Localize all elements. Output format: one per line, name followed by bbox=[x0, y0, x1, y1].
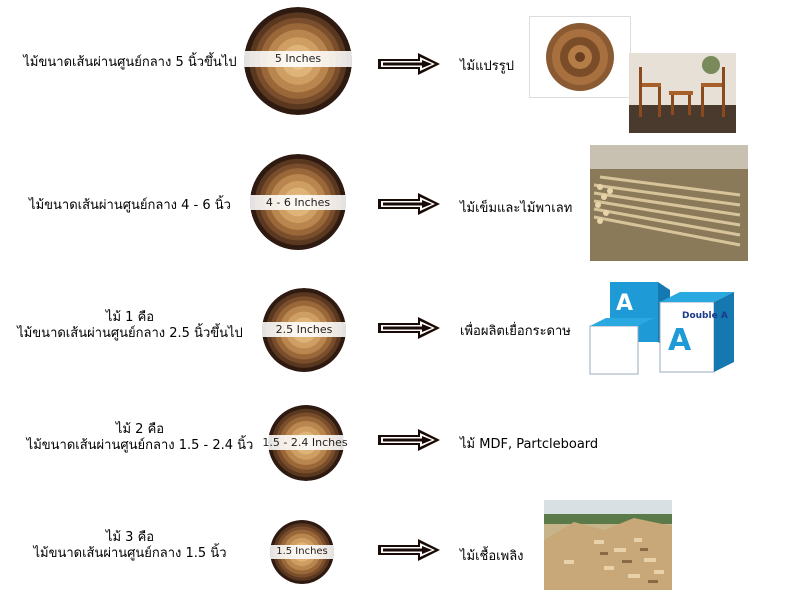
row-2-label-line-1: ไม้ขนาดเส้นผ่านศูนย์กลาง 4 - 6 นิ้ว bbox=[29, 198, 231, 213]
svg-text:A: A bbox=[616, 291, 633, 316]
log-cross-section-4-6-inches: 4 - 6 Inches bbox=[250, 154, 346, 250]
row-3-label-line-2: ไม้ขนาดเส้นผ่านศูนย์กลาง 2.5 นิ้วขึ้นไป bbox=[17, 326, 243, 341]
row-1-label: ไม้ขนาดเส้นผ่านศูนย์กลาง 5 นิ้วขึ้นไป bbox=[14, 55, 246, 71]
arrow-icon bbox=[378, 317, 440, 339]
row-4-label-line-1: ไม้ 2 คือ bbox=[115, 422, 165, 437]
row-3-label-line-1: ไม้ 1 คือ bbox=[105, 310, 155, 325]
size-band: 1.5 Inches bbox=[270, 545, 334, 559]
arrow-icon bbox=[378, 193, 440, 215]
size-band: 4 - 6 Inches bbox=[250, 195, 346, 210]
row-2-product: ไม้เข็มและไม้พาเลท bbox=[460, 201, 573, 216]
row-5-label-line-1: ไม้ 3 คือ bbox=[105, 530, 155, 545]
svg-text:A: A bbox=[668, 323, 692, 358]
row-4-label: ไม้ 2 คือ ไม้ขนาดเส้นผ่านศูนย์กลาง 1.5 -… bbox=[14, 422, 266, 454]
row-5-product: ไม้เชื้อเพลิง bbox=[460, 549, 524, 564]
row-1-product: ไม้แปรรูป bbox=[460, 59, 514, 74]
row-1-label-line-1: ไม้ขนาดเส้นผ่านศูนย์กลาง 5 นิ้วขึ้นไป bbox=[23, 55, 237, 70]
arrow-icon bbox=[378, 53, 440, 75]
wood-chips-photo bbox=[544, 500, 672, 590]
size-band: 5 Inches bbox=[244, 51, 352, 67]
carved-wood-plate-photo bbox=[529, 16, 631, 98]
paper-brand-text: Double A bbox=[682, 311, 728, 321]
row-3-product: เพื่อผลิตเยื่อกระดาษ bbox=[460, 324, 571, 339]
row-2-label: ไม้ขนาดเส้นผ่านศูนย์กลาง 4 - 6 นิ้ว bbox=[14, 198, 246, 214]
size-band: 2.5 Inches bbox=[262, 322, 346, 337]
log-cross-section-1-5-inches: 1.5 Inches bbox=[270, 520, 334, 584]
row-5-label: ไม้ 3 คือ ไม้ขนาดเส้นผ่านศูนย์กลาง 1.5 น… bbox=[14, 530, 246, 562]
paper-reams-photo: A A Double A bbox=[586, 278, 738, 378]
arrow-icon bbox=[378, 539, 440, 561]
row-4-label-line-2: ไม้ขนาดเส้นผ่านศูนย์กลาง 1.5 - 2.4 นิ้ว bbox=[26, 438, 254, 453]
log-cross-section-2-5-inches: 2.5 Inches bbox=[262, 288, 346, 372]
row-5-label-line-2: ไม้ขนาดเส้นผ่านศูนย์กลาง 1.5 นิ้ว bbox=[33, 546, 227, 561]
log-cross-section-5-inches: 5 Inches bbox=[244, 7, 352, 115]
size-band: 1.5 - 2.4 Inches bbox=[262, 435, 348, 450]
arrow-icon bbox=[378, 429, 440, 451]
row-4-product: ไม้ MDF, Partcleboard bbox=[460, 437, 599, 452]
stacked-logs-photo bbox=[590, 145, 748, 261]
row-3-label: ไม้ 1 คือ ไม้ขนาดเส้นผ่านศูนย์กลาง 2.5 น… bbox=[14, 310, 246, 342]
wooden-chairs-photo bbox=[629, 53, 736, 133]
